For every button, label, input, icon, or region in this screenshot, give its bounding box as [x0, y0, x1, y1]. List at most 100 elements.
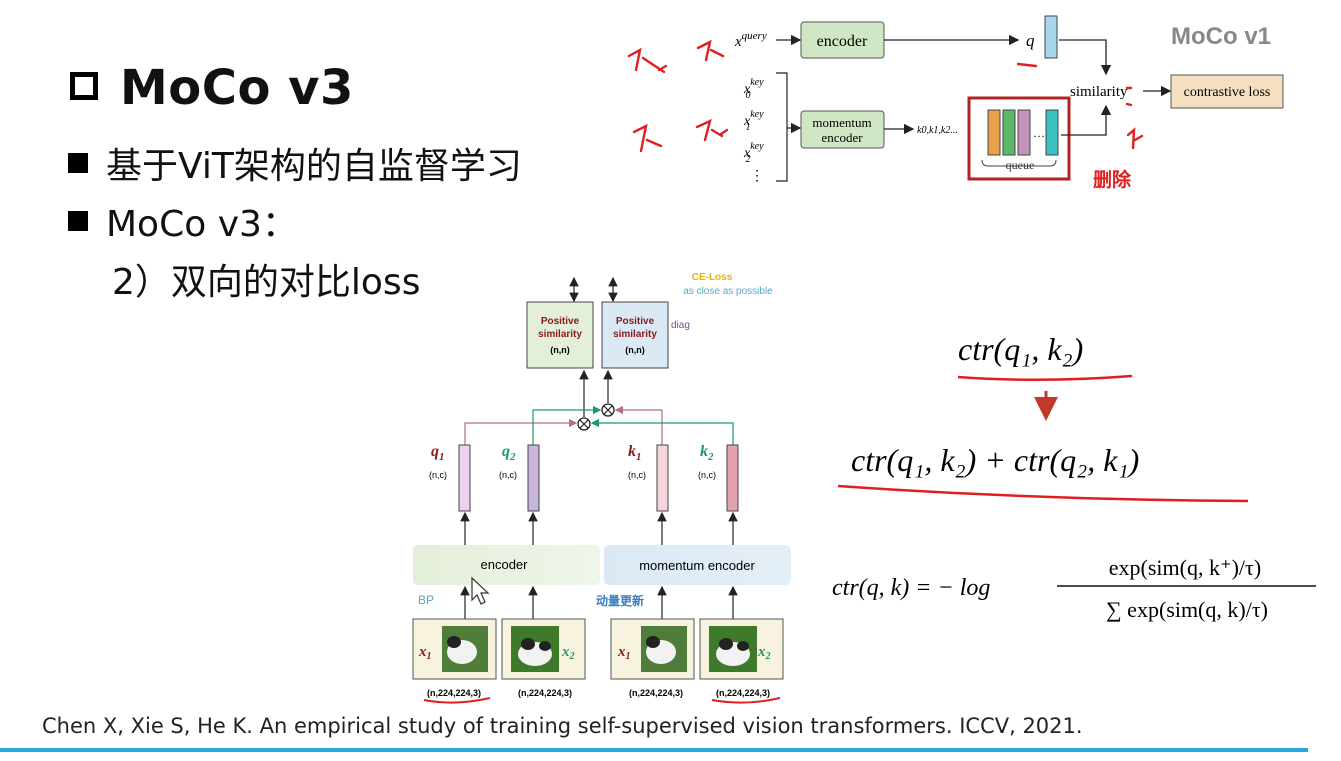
bullet-vit-ssl: 基于ViT架构的自监督学习: [68, 137, 522, 189]
q2-dim: (n,c): [499, 470, 517, 480]
formula-symmetric: ctr(q₁, k₂) + ctr(q₂, k₁): [851, 442, 1139, 478]
encoder-label: encoder: [817, 33, 868, 50]
input-dim-4: (n,224,224,3): [716, 688, 770, 698]
contrastive-loss-label: contrastive loss: [1184, 85, 1271, 100]
view-x2-momentum: x2: [699, 618, 784, 680]
moco-v3-diagram: CE-Loss as close as possible Positive si…: [412, 272, 791, 704]
similarity-label: similarity: [1070, 84, 1128, 100]
v3-encoder-box: [413, 545, 600, 585]
q1-label: q1: [431, 443, 445, 463]
view-x1-momentum: x1: [610, 618, 695, 680]
input-dim-3: (n,224,224,3): [629, 688, 683, 698]
view-label-x2: x2: [561, 644, 575, 662]
k1-dim: (n,c): [628, 470, 646, 480]
formula-single: ctr(q₁, k₂): [958, 331, 1083, 367]
k1-label: k1: [628, 443, 642, 463]
handwritten-note-1: x2: [0, 0, 2, 1]
formula-def-lhs: ctr(q, k) = − log: [832, 575, 990, 601]
handwritten-annotations: [627, 39, 1144, 153]
q1-dim: (n,c): [429, 470, 447, 480]
k1-vector: [656, 444, 669, 512]
bullet-text: MoCo v3：: [106, 204, 298, 245]
ce-loss-label: CE-Loss: [692, 272, 733, 283]
underline-formula-symmetric: [837, 484, 1249, 503]
queue-key-2: [1002, 109, 1016, 156]
q2-label: q2: [502, 443, 516, 463]
underline-input-dim-1: [423, 697, 491, 704]
formula-def-denominator: ∑ exp(sim(q, k)/τ): [1106, 597, 1268, 622]
bullet-square-icon: [68, 211, 88, 231]
k2-dim: (n,c): [698, 470, 716, 480]
view-x1-encoder: x1: [412, 618, 497, 680]
moco-v1-label: MoCo v1: [1171, 23, 1271, 50]
bp-label: BP: [418, 593, 434, 607]
input-dim-2: (n,224,224,3): [518, 688, 572, 698]
k1-to-otimes2: [614, 405, 663, 445]
key-bracket: [776, 72, 788, 182]
k2-vector: [726, 444, 739, 512]
view-label-x1: x1: [418, 644, 432, 662]
view-label-x2-m: x2: [757, 644, 771, 662]
q1-to-otimes1: [464, 418, 578, 445]
queue-highlight-box: [967, 96, 1071, 181]
q-label: q: [1026, 31, 1035, 50]
bullet-square-icon: [68, 153, 88, 173]
view-label-x1-m: x1: [617, 644, 631, 662]
queue-brace: [981, 159, 1057, 167]
underline-formula-single: [957, 374, 1133, 382]
k-sequence-label: k0,k1,k2...: [917, 125, 958, 136]
ce-note: as close as possible: [683, 286, 773, 297]
pos-sim-title-1b: similarity: [538, 329, 582, 340]
otimes-2-cross: [603, 405, 613, 415]
citation: Chen X, Xie S, He K. An empirical study …: [42, 714, 1083, 738]
pos-sim-dim-1: (n,n): [550, 345, 570, 355]
hollow-square-icon: [70, 72, 98, 100]
x-query-label: xquery: [734, 30, 767, 50]
arrow-q-similarity: [1059, 39, 1112, 76]
slide-title-text: MoCo v3: [120, 60, 354, 116]
bottom-accent-bar: [0, 748, 1308, 752]
mouse-cursor-icon: [471, 576, 490, 605]
positive-similarity-box-1: [526, 301, 594, 369]
diag-label: diag: [671, 320, 690, 331]
contrastive-loss-box: [1170, 74, 1284, 109]
pos-sim-title-2a: Positive: [616, 316, 655, 327]
q2-vector: [527, 444, 540, 512]
slide-title: MoCo v3: [70, 60, 354, 116]
q-vector: [1044, 15, 1058, 59]
view-x2-encoder: x2: [501, 618, 586, 680]
pos-sim-dim-2: (n,n): [625, 345, 645, 355]
v3-momentum-encoder-label: momentum encoder: [639, 558, 755, 573]
input-dim-1: (n,224,224,3): [427, 688, 481, 698]
v3-encoder-label: encoder: [481, 557, 529, 572]
pos-sim-title-2b: similarity: [613, 329, 657, 340]
momentum-encoder-label-1: momentum: [812, 115, 871, 130]
q1-vector: [458, 444, 471, 512]
k2-to-otimes1: [590, 418, 734, 445]
bullet-text: 基于ViT架构的自监督学习: [106, 146, 522, 187]
k2-label: k2: [700, 443, 714, 463]
momentum-encoder-label-2: encoder: [821, 130, 863, 145]
v3-momentum-encoder-box: [604, 545, 791, 585]
q2-to-otimes2: [532, 405, 602, 445]
otimes-1-cross: [579, 419, 589, 429]
sub-bullet-bidirectional-loss: 2）双向的对比loss: [112, 262, 421, 303]
arrow-queue-similarity: [1061, 104, 1112, 136]
momentum-update-label: 动量更新: [596, 593, 644, 608]
pos-sim-title-1a: Positive: [541, 316, 580, 327]
queue-label: queue: [1006, 158, 1035, 172]
delete-note: 删除: [1093, 168, 1132, 191]
queue-key-4: [1045, 109, 1059, 156]
positive-similarity-box-2: [601, 301, 669, 369]
queue-ellipsis: …: [1033, 126, 1045, 140]
queue-key-3: [1017, 109, 1031, 156]
formula-group: ctr(q₁, k₂) ctr(q₁, k₂) + ctr(q₂, k₁) ct…: [832, 331, 1316, 622]
underline-input-dim-4: [711, 697, 781, 704]
bullet-moco-v3: MoCo v3：: [68, 195, 298, 247]
